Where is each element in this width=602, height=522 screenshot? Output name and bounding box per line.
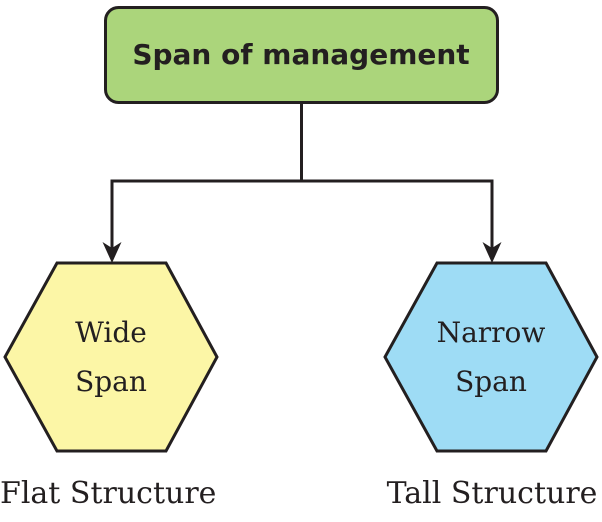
wide-span-hexagon (3, 261, 219, 453)
flat-structure-caption: Flat Structure (0, 476, 217, 511)
arrowhead-right-icon (482, 242, 502, 263)
root-node-box (104, 6, 499, 104)
wide-span-line-2: Span (75, 365, 147, 398)
tall-structure-caption: Tall Structure (386, 476, 598, 511)
wide-span-line-1: Wide (75, 316, 147, 349)
root-node-label: Span of management (132, 38, 470, 71)
narrow-span-label: Narrow Span (385, 263, 597, 451)
wide-span-label: Wide Span (5, 263, 217, 451)
narrow-span-line-2: Span (455, 365, 527, 398)
narrow-span-line-1: Narrow (436, 316, 546, 349)
arrowhead-left-icon (102, 242, 122, 263)
connector-lines (110, 101, 494, 248)
narrow-span-hexagon (383, 261, 599, 453)
